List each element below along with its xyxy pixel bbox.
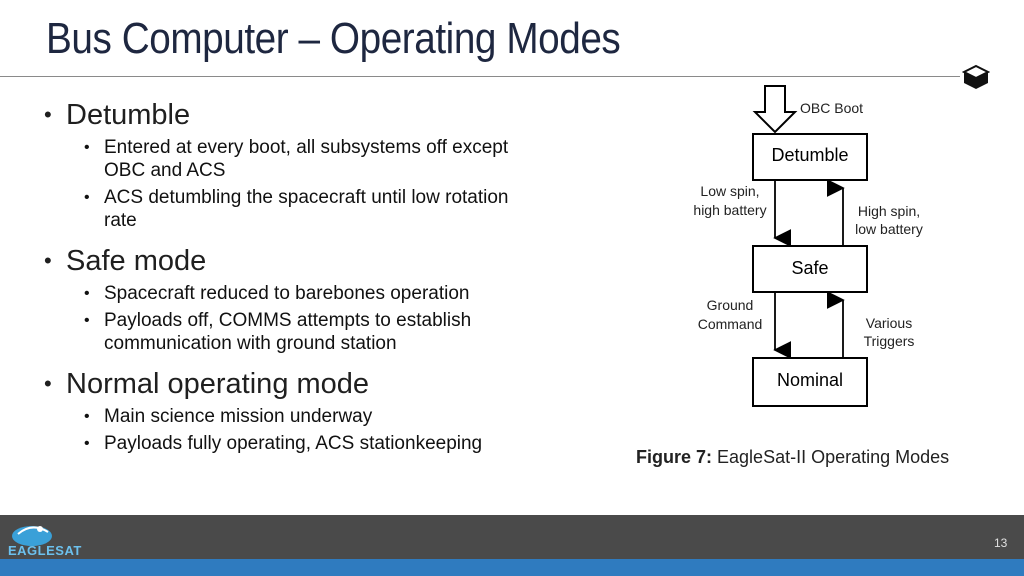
operating-modes-diagram: OBC Boot Detumble Safe Nominal Low spin,… — [693, 85, 923, 407]
state-detumble-box — [752, 133, 868, 181]
page-number: 13 — [994, 536, 1008, 550]
bullet-normal-mode: Normal operating mode — [40, 367, 530, 401]
bullet-detumble: Detumble — [40, 98, 530, 132]
footer-accent-strip — [0, 559, 1024, 576]
figure-label: Figure 7: — [636, 447, 713, 467]
state-detumble: Detumble — [771, 145, 848, 165]
transition-high-spin-line1: High spin, — [858, 203, 920, 219]
state-nominal-box — [752, 357, 868, 407]
transition-various-line2: Triggers — [864, 333, 915, 349]
sub-bullet: Spacecraft reduced to barebones operatio… — [40, 282, 530, 305]
transition-ground-line2: Command — [698, 316, 763, 332]
bullet-safe-mode: Safe mode — [40, 244, 530, 278]
transition-ground-line1: Ground — [707, 297, 754, 313]
figure-text: EagleSat-II Operating Modes — [717, 447, 950, 467]
state-nominal: Nominal — [777, 370, 843, 390]
cube-icon — [962, 64, 990, 89]
state-safe-box — [752, 245, 868, 293]
slide-title: Bus Computer – Operating Modes — [46, 14, 621, 63]
eaglesat-logo-icon — [12, 526, 52, 546]
sub-bullet: Entered at every boot, all subsystems of… — [40, 136, 530, 182]
sub-bullet: ACS detumbling the spacecraft until low … — [40, 186, 530, 232]
figure-caption: Figure 7: EagleSat-II Operating Modes — [636, 447, 949, 468]
logo-text: EAGLESAT — [8, 543, 82, 558]
transition-low-spin-line1: Low spin, — [700, 183, 759, 199]
transition-low-spin-line2: high battery — [693, 202, 766, 218]
transition-high-spin-line2: low battery — [855, 221, 923, 237]
boot-label: OBC Boot — [800, 100, 863, 116]
state-safe: Safe — [791, 258, 828, 278]
sub-bullet: Payloads off, COMMS attempts to establis… — [40, 309, 530, 355]
sub-bullet: Payloads fully operating, ACS stationkee… — [40, 432, 530, 455]
sub-bullet: Main science mission underway — [40, 405, 530, 428]
boot-arrow-icon — [752, 85, 798, 134]
title-divider — [0, 76, 960, 77]
transition-various-line1: Various — [866, 315, 912, 331]
bullet-list: Detumble Entered at every boot, all subs… — [40, 94, 530, 455]
